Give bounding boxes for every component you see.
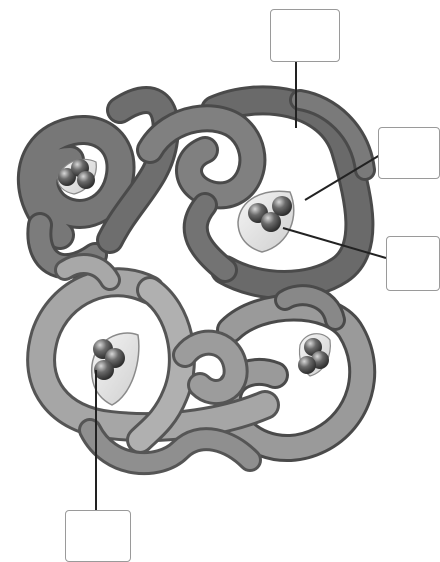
subunit-upper-left xyxy=(16,86,180,280)
subunit-lower-left xyxy=(26,253,280,476)
label-box-right-upper[interactable] xyxy=(378,127,440,179)
leader-line-right-lower xyxy=(282,227,387,259)
atom-cluster-lower-right xyxy=(298,338,329,374)
label-box-top[interactable] xyxy=(270,9,340,62)
label-box-bottom[interactable] xyxy=(65,510,131,562)
leader-lines xyxy=(95,62,387,510)
leader-line-right-upper xyxy=(304,154,381,201)
atom-cluster-upper-right xyxy=(248,196,292,232)
subunit-upper-right xyxy=(136,85,376,300)
atom-cluster-upper-left xyxy=(58,159,95,189)
label-box-right-lower[interactable] xyxy=(386,236,440,291)
atom-cluster-lower-left xyxy=(93,339,125,380)
